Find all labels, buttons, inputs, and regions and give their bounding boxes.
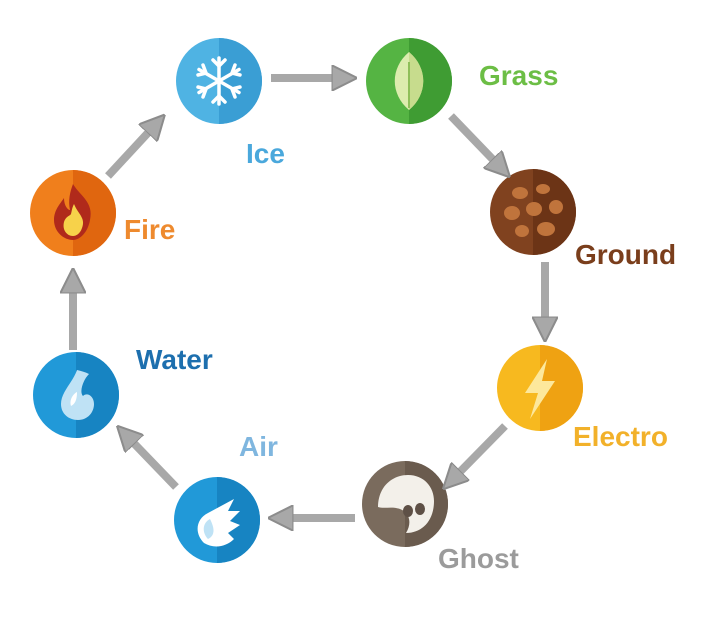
node-ice: [176, 38, 262, 124]
label-fire: Fire: [124, 214, 176, 245]
arrow-grass-to-ground: [448, 113, 503, 170]
node-water: [33, 352, 119, 438]
rocks-icon: [490, 169, 576, 255]
label-air: Air: [239, 431, 278, 462]
wind-icon: [174, 477, 260, 563]
label-electro: Electro: [573, 421, 668, 452]
node-fire: [30, 170, 116, 256]
snowflake-icon: [176, 38, 262, 124]
arrow-fire-to-ice: [105, 122, 158, 179]
label-grass: Grass: [479, 60, 559, 91]
node-ground: [490, 169, 576, 255]
node-ghost: [362, 461, 448, 547]
ghost-skull-icon: [362, 461, 448, 547]
water-drop-icon: [33, 352, 119, 438]
node-grass: [366, 38, 452, 124]
lightning-icon: [497, 345, 583, 431]
label-ghost: Ghost: [438, 543, 519, 574]
label-ground: Ground: [575, 239, 677, 270]
node-electro: [497, 345, 583, 431]
arrow-electro-to-ghost: [450, 423, 508, 482]
node-air: [174, 477, 260, 563]
arrow-air-to-water: [124, 433, 179, 490]
label-water: Water: [136, 344, 213, 375]
label-ice: Ice: [246, 138, 285, 169]
flame-icon: [30, 170, 116, 256]
leaf-icon: [366, 38, 452, 124]
